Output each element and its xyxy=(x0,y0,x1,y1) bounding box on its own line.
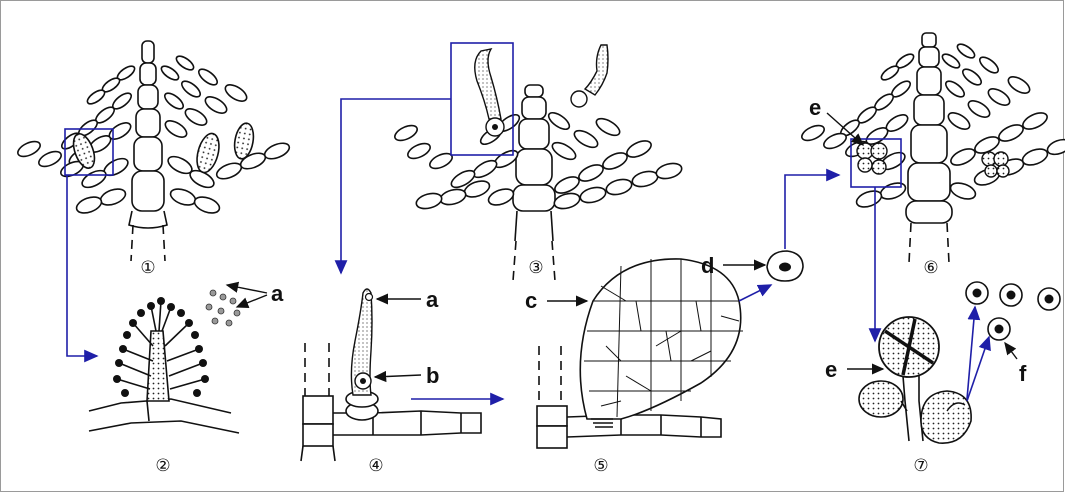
plant-1: ① xyxy=(16,41,292,278)
plant-6: ⑥ xyxy=(800,33,1065,278)
stage-5-number: ⑤ xyxy=(593,456,608,476)
stage-4: ④ xyxy=(301,289,481,476)
stage-2: ② xyxy=(89,290,240,476)
svg-text:e: e xyxy=(825,357,837,382)
stage-7: ⑦ xyxy=(859,317,971,476)
label-f: f xyxy=(1005,343,1027,386)
svg-text:b: b xyxy=(426,363,439,388)
svg-text:a: a xyxy=(426,287,439,312)
stage-7-number: ⑦ xyxy=(913,456,928,476)
label-b: b xyxy=(375,363,439,388)
stage-3-number: ③ xyxy=(528,258,543,278)
label-a-2: a xyxy=(377,287,439,312)
stage-1-number: ① xyxy=(140,258,155,278)
svg-text:f: f xyxy=(1019,361,1027,386)
svg-text:a: a xyxy=(271,281,284,306)
tetraspores xyxy=(966,282,1060,340)
plant-3: ③ xyxy=(393,43,684,281)
stage-5: ⑤ xyxy=(537,259,743,476)
svg-text:e: e xyxy=(809,95,821,120)
stage-6-number: ⑥ xyxy=(923,258,938,278)
svg-text:c: c xyxy=(525,288,537,313)
label-e-2: e xyxy=(825,357,883,382)
stage-2-number: ② xyxy=(155,456,170,476)
stage-4-number: ④ xyxy=(368,456,383,476)
svg-text:d: d xyxy=(701,253,714,278)
label-c: c xyxy=(525,288,587,313)
